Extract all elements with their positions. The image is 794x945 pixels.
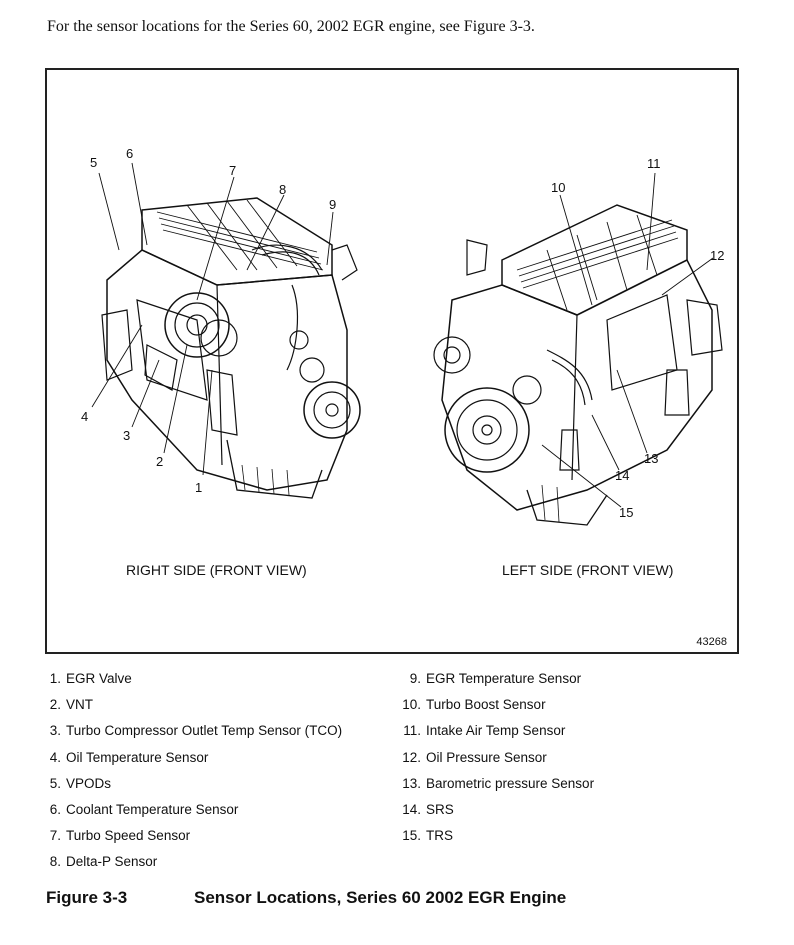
right-side-view-label: RIGHT SIDE (FRONT VIEW): [126, 562, 307, 578]
legend-label: Oil Temperature Sensor: [66, 749, 209, 765]
legend-label: Barometric pressure Sensor: [426, 775, 595, 791]
legend-label: Coolant Temperature Sensor: [66, 801, 239, 817]
callout-13: 13: [644, 451, 658, 466]
callout-11: 11: [647, 156, 661, 171]
legend-label: Delta-P Sensor: [66, 854, 158, 870]
legend-label: Oil Pressure Sensor: [426, 749, 547, 765]
legend-item: 4.Oil Temperature Sensor: [49, 749, 209, 765]
callout-7: 7: [229, 163, 236, 178]
left-side-engine-drawing: [433, 204, 723, 526]
figure-caption: Figure 3-3 Sensor Locations, Series 60 2…: [46, 888, 566, 908]
legend-item: 5.VPODs: [49, 775, 112, 791]
legend-label: Turbo Compressor Outlet Temp Sensor (TCO…: [66, 723, 343, 739]
callout-5: 5: [90, 155, 97, 170]
legend-item: 1.EGR Valve: [49, 671, 132, 686]
figure-number: Figure 3-3: [46, 888, 128, 907]
legend-label: VPODs: [66, 775, 112, 791]
legend-item: 6.Coolant Temperature Sensor: [49, 801, 239, 817]
figure-title: Sensor Locations, Series 60 2002 EGR Eng…: [194, 888, 567, 907]
callout-4: 4: [81, 409, 88, 424]
legend-item: 3.Turbo Compressor Outlet Temp Sensor (T…: [49, 723, 343, 739]
legend-label: Intake Air Temp Sensor: [426, 723, 566, 739]
intro-text: For the sensor locations for the Series …: [47, 18, 535, 35]
engine-illustration: 1 2 3 4 5 6 7 8 9 10 11 12 13 14 15: [81, 146, 724, 526]
legend-item: 12.Oil Pressure Sensor: [402, 749, 547, 765]
legend-column-2: 9.EGR Temperature Sensor 10.Turbo Boost …: [401, 672, 594, 855]
legend-label: EGR Temperature Sensor: [426, 671, 582, 686]
callout-9: 9: [329, 197, 336, 212]
callout-numbers: 1 2 3 4 5 6 7 8 9 10 11 12 13 14 15: [81, 146, 724, 520]
legend-item: 14.SRS: [402, 801, 454, 817]
legend-label: EGR Valve: [66, 671, 132, 686]
legend-item: 10.Turbo Boost Sensor: [402, 697, 546, 713]
legend-label: Turbo Speed Sensor: [66, 828, 191, 844]
legend-item: 11.Intake Air Temp Sensor: [403, 723, 566, 739]
legend-column-1: 1.EGR Valve 2.VNT 3.Turbo Compressor Out…: [47, 672, 342, 882]
figure-id: 43268: [696, 636, 727, 648]
legend-label: SRS: [426, 801, 454, 817]
legend-item: 13.Barometric pressure Sensor: [402, 775, 595, 791]
right-side-engine-drawing: [101, 197, 361, 499]
callout-3: 3: [123, 428, 130, 443]
engine-figure: 1 2 3 4 5 6 7 8 9 10 11 12 13 14 15 RIGH…: [45, 68, 739, 654]
legend-item: 2.VNT: [49, 697, 93, 713]
callout-15: 15: [619, 505, 633, 520]
callout-2: 2: [156, 454, 163, 469]
callout-14: 14: [615, 468, 629, 483]
callout-8: 8: [279, 182, 286, 197]
legend-item: 9.EGR Temperature Sensor: [409, 671, 582, 686]
callout-6: 6: [126, 146, 133, 161]
legend-label: TRS: [426, 828, 453, 844]
callout-10: 10: [551, 180, 565, 195]
legend-label: Turbo Boost Sensor: [426, 697, 546, 713]
legend-item: 7.Turbo Speed Sensor: [49, 828, 191, 844]
callout-12: 12: [710, 248, 724, 263]
legend-label: VNT: [66, 697, 93, 713]
callout-leader-lines: [91, 162, 714, 508]
legend-item: 15.TRS: [402, 828, 453, 844]
left-side-view-label: LEFT SIDE (FRONT VIEW): [502, 562, 674, 578]
callout-1: 1: [195, 480, 202, 495]
legend-item: 8.Delta-P Sensor: [49, 854, 158, 870]
